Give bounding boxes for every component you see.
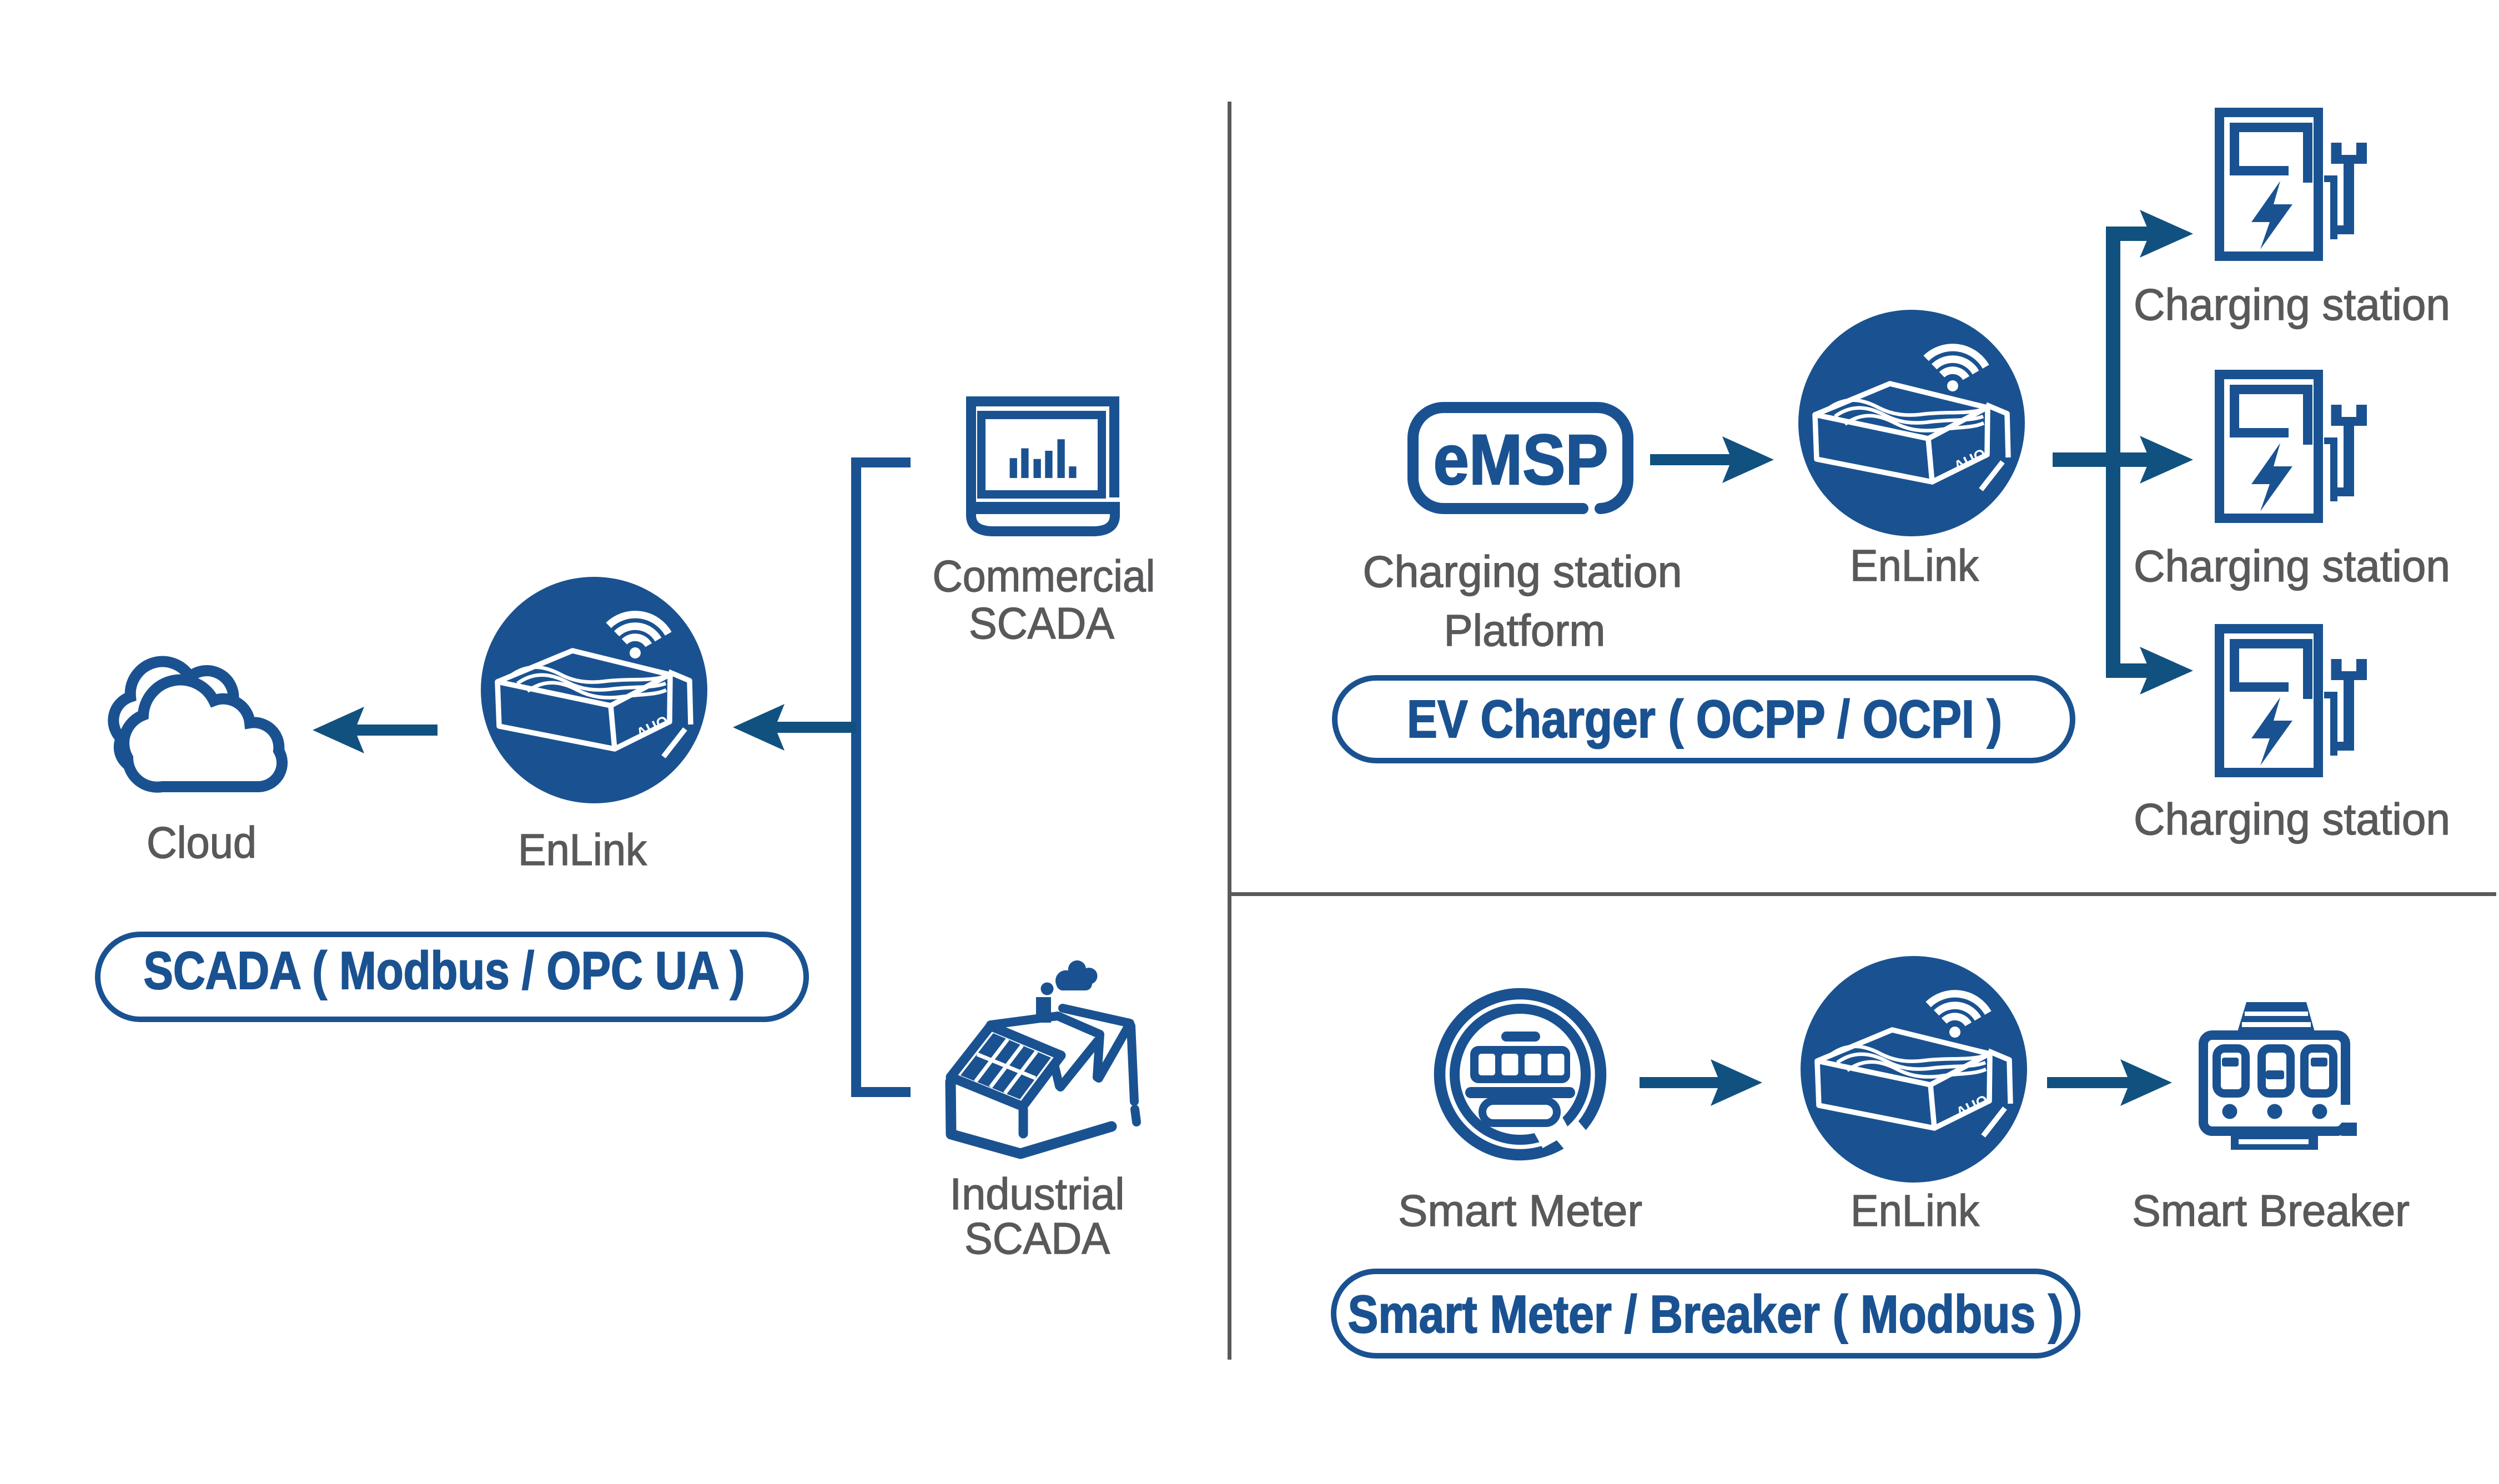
svg-text:Commercial: Commercial (933, 551, 1155, 601)
svg-text:eMSP: eMSP (1434, 420, 1608, 500)
svg-text:SCADA: SCADA (964, 1214, 1110, 1263)
svg-text:Smart Breaker: Smart Breaker (2132, 1186, 2410, 1235)
svg-text:EnLink: EnLink (518, 825, 647, 874)
svg-text:Charging station: Charging station (2134, 794, 2450, 844)
svg-text:Smart Meter / Breaker ( Modbus: Smart Meter / Breaker ( Modbus ) (1348, 1285, 2064, 1344)
svg-text:Charging station: Charging station (2134, 541, 2450, 591)
svg-text:EnLink: EnLink (1851, 1186, 1980, 1235)
svg-text:EnLink: EnLink (1850, 541, 1979, 590)
svg-text:EV Charger ( OCPP / OCPI ): EV Charger ( OCPP / OCPI ) (1407, 690, 2002, 749)
svg-text:Platform: Platform (1444, 606, 1606, 655)
svg-text:SCADA ( Modbus / OPC UA ): SCADA ( Modbus / OPC UA ) (144, 941, 745, 1000)
svg-text:Charging station: Charging station (1363, 547, 1682, 596)
svg-text:Industrial: Industrial (950, 1169, 1125, 1219)
svg-text:Cloud: Cloud (147, 818, 257, 867)
svg-text:Charging station: Charging station (2134, 280, 2450, 329)
svg-text:Smart Meter: Smart Meter (1398, 1186, 1642, 1235)
svg-text:SCADA: SCADA (969, 598, 1115, 648)
